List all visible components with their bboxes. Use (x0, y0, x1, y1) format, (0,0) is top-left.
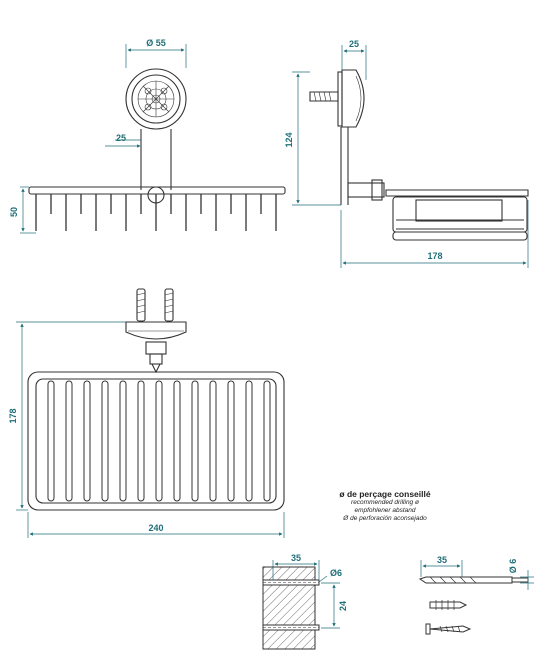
dim-front-diameter: Ø 55 (146, 38, 166, 48)
plan-view (27, 288, 285, 511)
dim-detail-spacing: 24 (338, 601, 348, 611)
front-rosette-pattern (138, 81, 174, 117)
front-view (28, 68, 286, 231)
plan-basket-bars (47, 380, 271, 502)
plan-wall-plugs (136, 288, 174, 322)
plan-dimensions (16, 321, 285, 538)
drill-section-dimensions (272, 560, 340, 629)
plan-bar (227, 380, 235, 502)
dim-side-depth: 25 (349, 39, 359, 49)
side-view (309, 69, 529, 241)
dim-front-offset: 25 (116, 133, 126, 143)
side-dimensions (292, 45, 529, 268)
dim-plan-depth: 178 (8, 408, 18, 423)
drilling-note-line-de: empfohlener abstand (354, 507, 416, 514)
wall-section (262, 566, 316, 650)
front-basket-rim (28, 186, 286, 195)
plan-arm-collar (145, 341, 167, 355)
side-arm (347, 182, 385, 198)
side-wall-plate (337, 71, 343, 127)
plan-bar (263, 380, 271, 502)
front-dimensions (20, 44, 187, 234)
drill-bit-icon (418, 576, 513, 584)
plan-bar (83, 380, 91, 502)
plan-bar (209, 380, 217, 502)
hardware-dimensions (420, 560, 534, 590)
dim-detail-width: 35 (291, 553, 301, 563)
plan-bar (155, 380, 163, 502)
front-rosette-outer (125, 68, 187, 130)
drill-section-detail (262, 566, 320, 650)
wall-plug-icon (429, 601, 468, 609)
plan-bar (65, 380, 73, 502)
dim-drill-length: 35 (437, 555, 447, 565)
drilling-note-line-en: recommended drilling ø (351, 499, 419, 506)
front-basket-bars (35, 194, 277, 231)
dim-plan-width: 240 (148, 523, 163, 533)
plan-bar (173, 380, 181, 502)
drilling-note-line-es: Ø de perforación aconsejado (343, 515, 427, 522)
dim-front-height: 50 (9, 207, 19, 217)
side-basket-rim (385, 189, 529, 197)
plan-basket-inner (35, 378, 277, 504)
plan-arm-tip (151, 363, 161, 374)
plan-bar (137, 380, 145, 502)
dim-side-length: 178 (427, 251, 442, 261)
side-basket-inner (415, 199, 503, 222)
side-rosette (341, 69, 365, 128)
drilling-note: ø de perçage conseillé recommended drill… (300, 489, 470, 523)
plan-bar (47, 380, 55, 502)
dim-detail-hole: Ø6 (330, 568, 342, 578)
plan-bar (245, 380, 253, 502)
dim-side-height: 124 (284, 132, 294, 147)
side-plug (309, 91, 339, 102)
plan-bar (101, 380, 109, 502)
plan-wall-mount (125, 321, 187, 340)
screw-icon (429, 625, 472, 633)
dim-drill-diameter: Ø 6 (508, 559, 518, 574)
side-basket-body (392, 196, 528, 233)
hardware-detail (418, 576, 529, 635)
plan-bar (191, 380, 199, 502)
plan-bar (119, 380, 127, 502)
plan-basket-outer (27, 371, 285, 511)
drilling-note-title: ø de perçage conseillé (339, 489, 431, 499)
front-rosette-inner (131, 74, 181, 124)
